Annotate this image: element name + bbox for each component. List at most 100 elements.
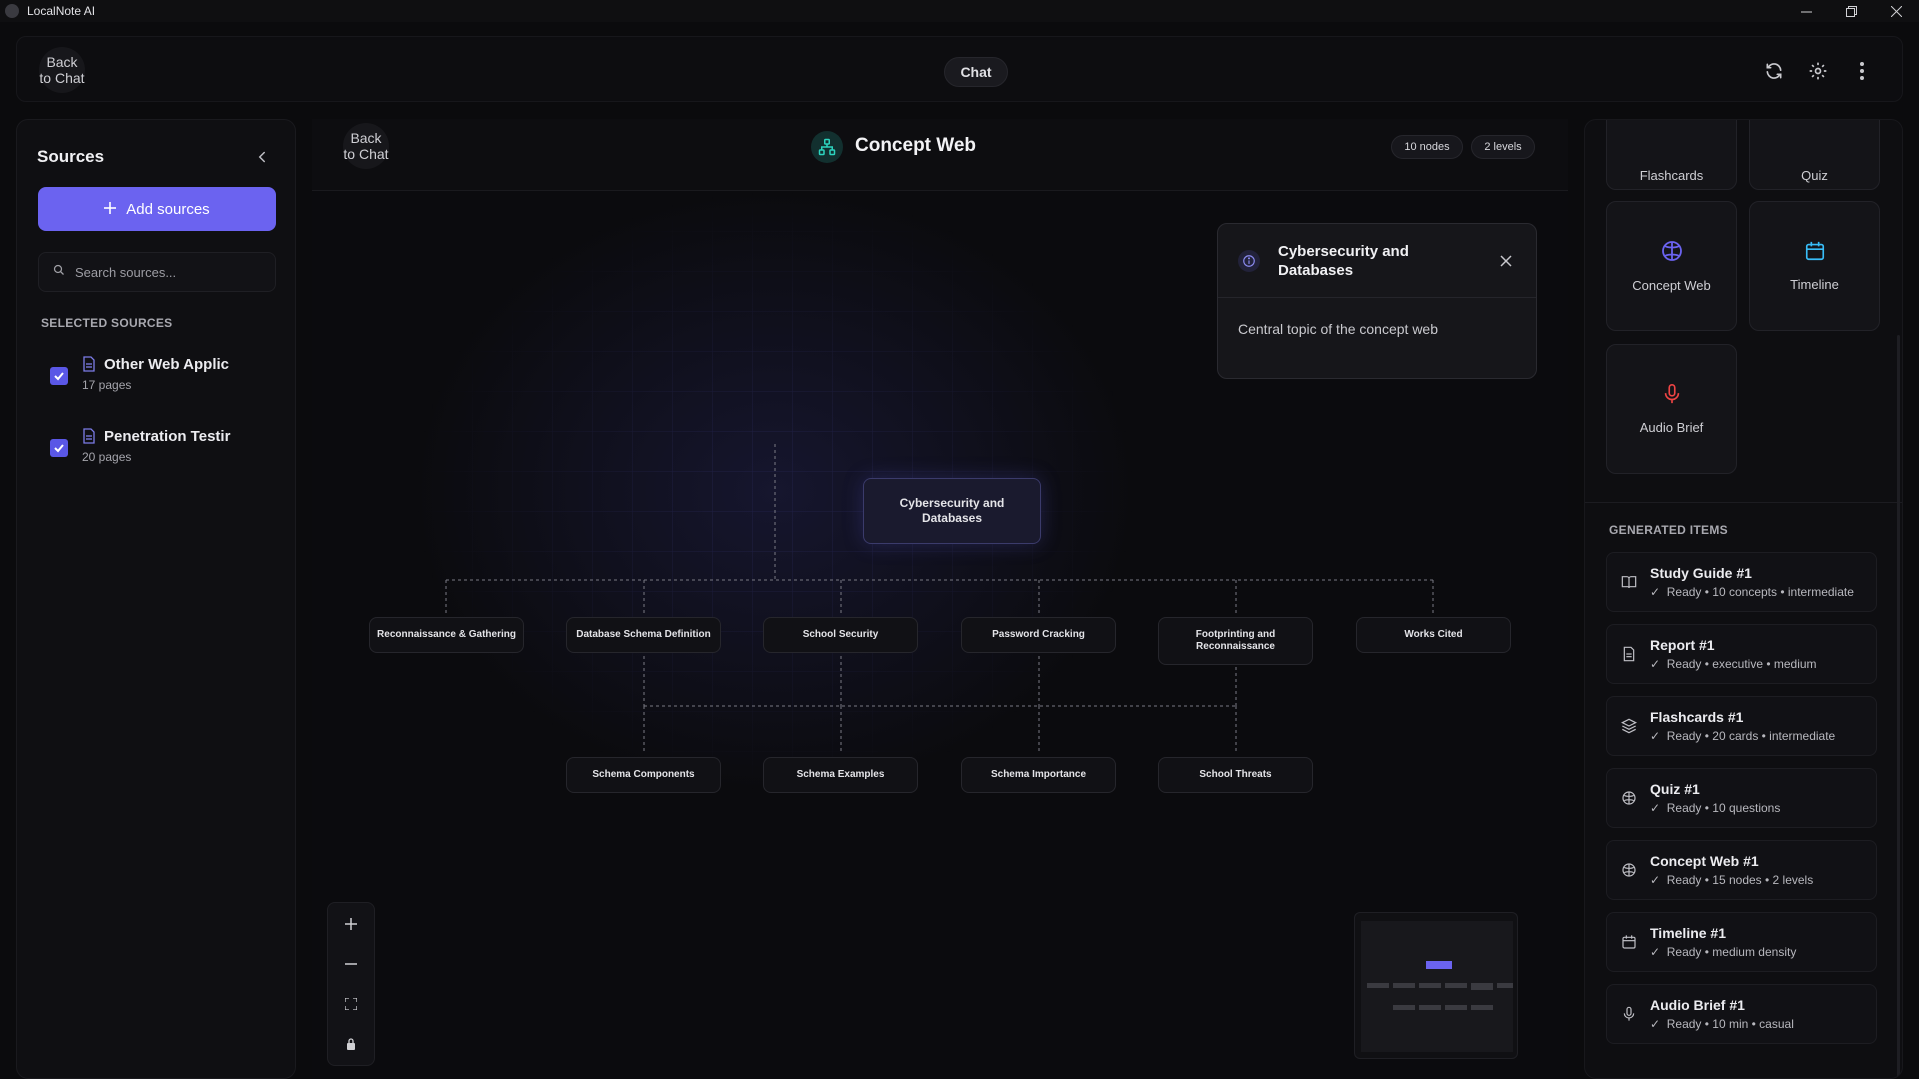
refresh-icon[interactable]: [1762, 59, 1786, 83]
generated-item-meta: ✓ Ready • 15 nodes • 2 levels: [1650, 873, 1814, 887]
concept-node[interactable]: Database Schema Definition: [566, 617, 721, 653]
minimap[interactable]: [1354, 912, 1519, 1059]
generated-item-meta: ✓ Ready • 20 cards • intermediate: [1650, 729, 1836, 743]
concept-node[interactable]: School Threats: [1158, 757, 1313, 793]
generated-item[interactable]: Flashcards #1 ✓ Ready • 20 cards • inter…: [1606, 696, 1877, 756]
back-to-chat-button[interactable]: Back to Chat: [39, 47, 85, 93]
panel-divider: [1585, 502, 1902, 503]
central-node[interactable]: Cybersecurity and Databases: [863, 478, 1041, 544]
microphone-icon: [1661, 383, 1683, 410]
tile-label: Concept Web: [1632, 278, 1711, 293]
generated-item[interactable]: Report #1 ✓ Ready • executive • medium: [1606, 624, 1877, 684]
generated-item-status: Ready • 20 cards • intermediate: [1666, 729, 1836, 743]
generated-item-title: Study Guide #1: [1650, 565, 1752, 581]
concept-web-canvas[interactable]: Cybersecurity and Databases Reconnaissan…: [312, 191, 1568, 1079]
back-to-chat-button[interactable]: Back to Chat: [343, 123, 389, 169]
concept-node[interactable]: Reconnaissance & Gathering: [369, 617, 524, 653]
source-item[interactable]: Penetration Testir 20 pages: [50, 428, 280, 476]
sources-title: Sources: [37, 147, 105, 166]
calendar-icon: [1804, 240, 1826, 267]
generated-item-title: Quiz #1: [1650, 781, 1700, 797]
document-icon: [82, 428, 96, 444]
chat-tab[interactable]: Chat: [944, 57, 1008, 87]
search-icon: [53, 263, 65, 281]
nodes-count-badge: 10 nodes: [1391, 135, 1463, 159]
panel-scrollbar[interactable]: [1897, 335, 1900, 1078]
generated-item[interactable]: Audio Brief #1 ✓ Ready • 10 min • casual: [1606, 984, 1877, 1044]
concept-node[interactable]: Schema Examples: [763, 757, 918, 793]
concept-node[interactable]: School Security: [763, 617, 918, 653]
zoom-controls: [327, 902, 375, 1066]
timeline-tile[interactable]: Timeline: [1749, 201, 1880, 331]
generated-item-status: Ready • 10 concepts • intermediate: [1666, 585, 1854, 599]
concept-node[interactable]: Schema Components: [566, 757, 721, 793]
quiz-tile[interactable]: Quiz: [1749, 120, 1880, 190]
generated-item-meta: ✓ Ready • 10 questions: [1650, 801, 1781, 815]
zoom-in-icon[interactable]: [328, 905, 374, 943]
generated-item-status: Ready • 10 min • casual: [1666, 1017, 1794, 1031]
generated-item[interactable]: Study Guide #1 ✓ Ready • 10 concepts • i…: [1606, 552, 1877, 612]
search-sources-input[interactable]: [75, 264, 255, 280]
concept-node[interactable]: Schema Importance: [961, 757, 1116, 793]
lock-icon[interactable]: [328, 1025, 374, 1063]
info-card-header: Cybersecurity and Databases: [1218, 224, 1536, 298]
source-checkbox[interactable]: [50, 367, 68, 385]
generated-item-status: Ready • executive • medium: [1666, 657, 1817, 671]
source-name: Other Web Applic: [104, 356, 230, 373]
window-titlebar: LocalNote AI: [0, 0, 1919, 22]
flashcards-tile[interactable]: Flashcards: [1606, 120, 1737, 190]
concept-web-tile[interactable]: Concept Web: [1606, 201, 1737, 331]
add-sources-label: Add sources: [126, 200, 210, 218]
generated-item-title: Timeline #1: [1650, 925, 1727, 941]
tile-label: Audio Brief: [1639, 420, 1704, 435]
generated-item-meta: ✓ Ready • 10 concepts • intermediate: [1650, 585, 1854, 599]
collapse-panel-icon[interactable]: [253, 148, 271, 166]
minimap-viewport: [1361, 921, 1519, 1052]
brain-icon: [1621, 862, 1637, 878]
book-icon: [1621, 574, 1637, 590]
concept-web-header: Back to Chat Concept Web 10 nodes 2 leve…: [312, 119, 1568, 191]
document-icon: [1621, 646, 1637, 662]
generated-item[interactable]: Timeline #1 ✓ Ready • medium density: [1606, 912, 1877, 972]
settings-gear-icon[interactable]: [1806, 59, 1830, 83]
generated-item-title: Concept Web #1: [1650, 853, 1759, 869]
concept-web-icon: [811, 131, 843, 163]
concept-node[interactable]: Password Cracking: [961, 617, 1116, 653]
generated-item-title: Flashcards #1: [1650, 709, 1744, 725]
microphone-icon: [1621, 1006, 1637, 1022]
plus-icon: [104, 201, 117, 218]
concept-node[interactable]: Works Cited: [1356, 617, 1511, 653]
generated-item[interactable]: Quiz #1 ✓ Ready • 10 questions: [1606, 768, 1877, 828]
restore-icon[interactable]: [1829, 0, 1874, 22]
tile-label: Flashcards: [1639, 167, 1704, 183]
more-options-icon[interactable]: [1850, 59, 1874, 83]
audio-brief-tile[interactable]: Audio Brief: [1606, 344, 1737, 474]
zoom-out-icon[interactable]: [328, 945, 374, 983]
source-name: Penetration Testir: [104, 428, 231, 445]
minimize-icon[interactable]: [1784, 0, 1829, 22]
concept-web-title: Concept Web: [855, 135, 977, 156]
search-sources-box[interactable]: [38, 252, 276, 292]
generated-item[interactable]: Concept Web #1 ✓ Ready • 15 nodes • 2 le…: [1606, 840, 1877, 900]
generated-item-meta: ✓ Ready • medium density: [1650, 945, 1797, 959]
selected-sources-label: SELECTED SOURCES: [41, 316, 173, 330]
sources-panel: Sources Add sources SELECTED SOURCES Oth…: [16, 119, 296, 1079]
source-item[interactable]: Other Web Applic 17 pages: [50, 356, 280, 404]
window-title: LocalNote AI: [27, 4, 96, 18]
brain-icon: [1621, 790, 1637, 806]
close-window-icon[interactable]: [1874, 0, 1919, 22]
fit-view-icon[interactable]: [328, 985, 374, 1023]
top-header: Back to Chat Chat: [16, 36, 1903, 102]
source-checkbox[interactable]: [50, 439, 68, 457]
close-icon[interactable]: [1500, 254, 1514, 268]
tile-label: Timeline: [1790, 277, 1839, 292]
generated-item-title: Report #1: [1650, 637, 1715, 653]
window-controls: [1784, 0, 1919, 22]
tile-label: Quiz: [1801, 167, 1828, 183]
add-sources-button[interactable]: Add sources: [38, 187, 276, 231]
source-pages: 20 pages: [82, 450, 132, 464]
source-pages: 17 pages: [82, 378, 132, 392]
levels-count-badge: 2 levels: [1471, 135, 1535, 159]
concept-node[interactable]: Footprinting and Reconnaissance: [1158, 617, 1313, 665]
